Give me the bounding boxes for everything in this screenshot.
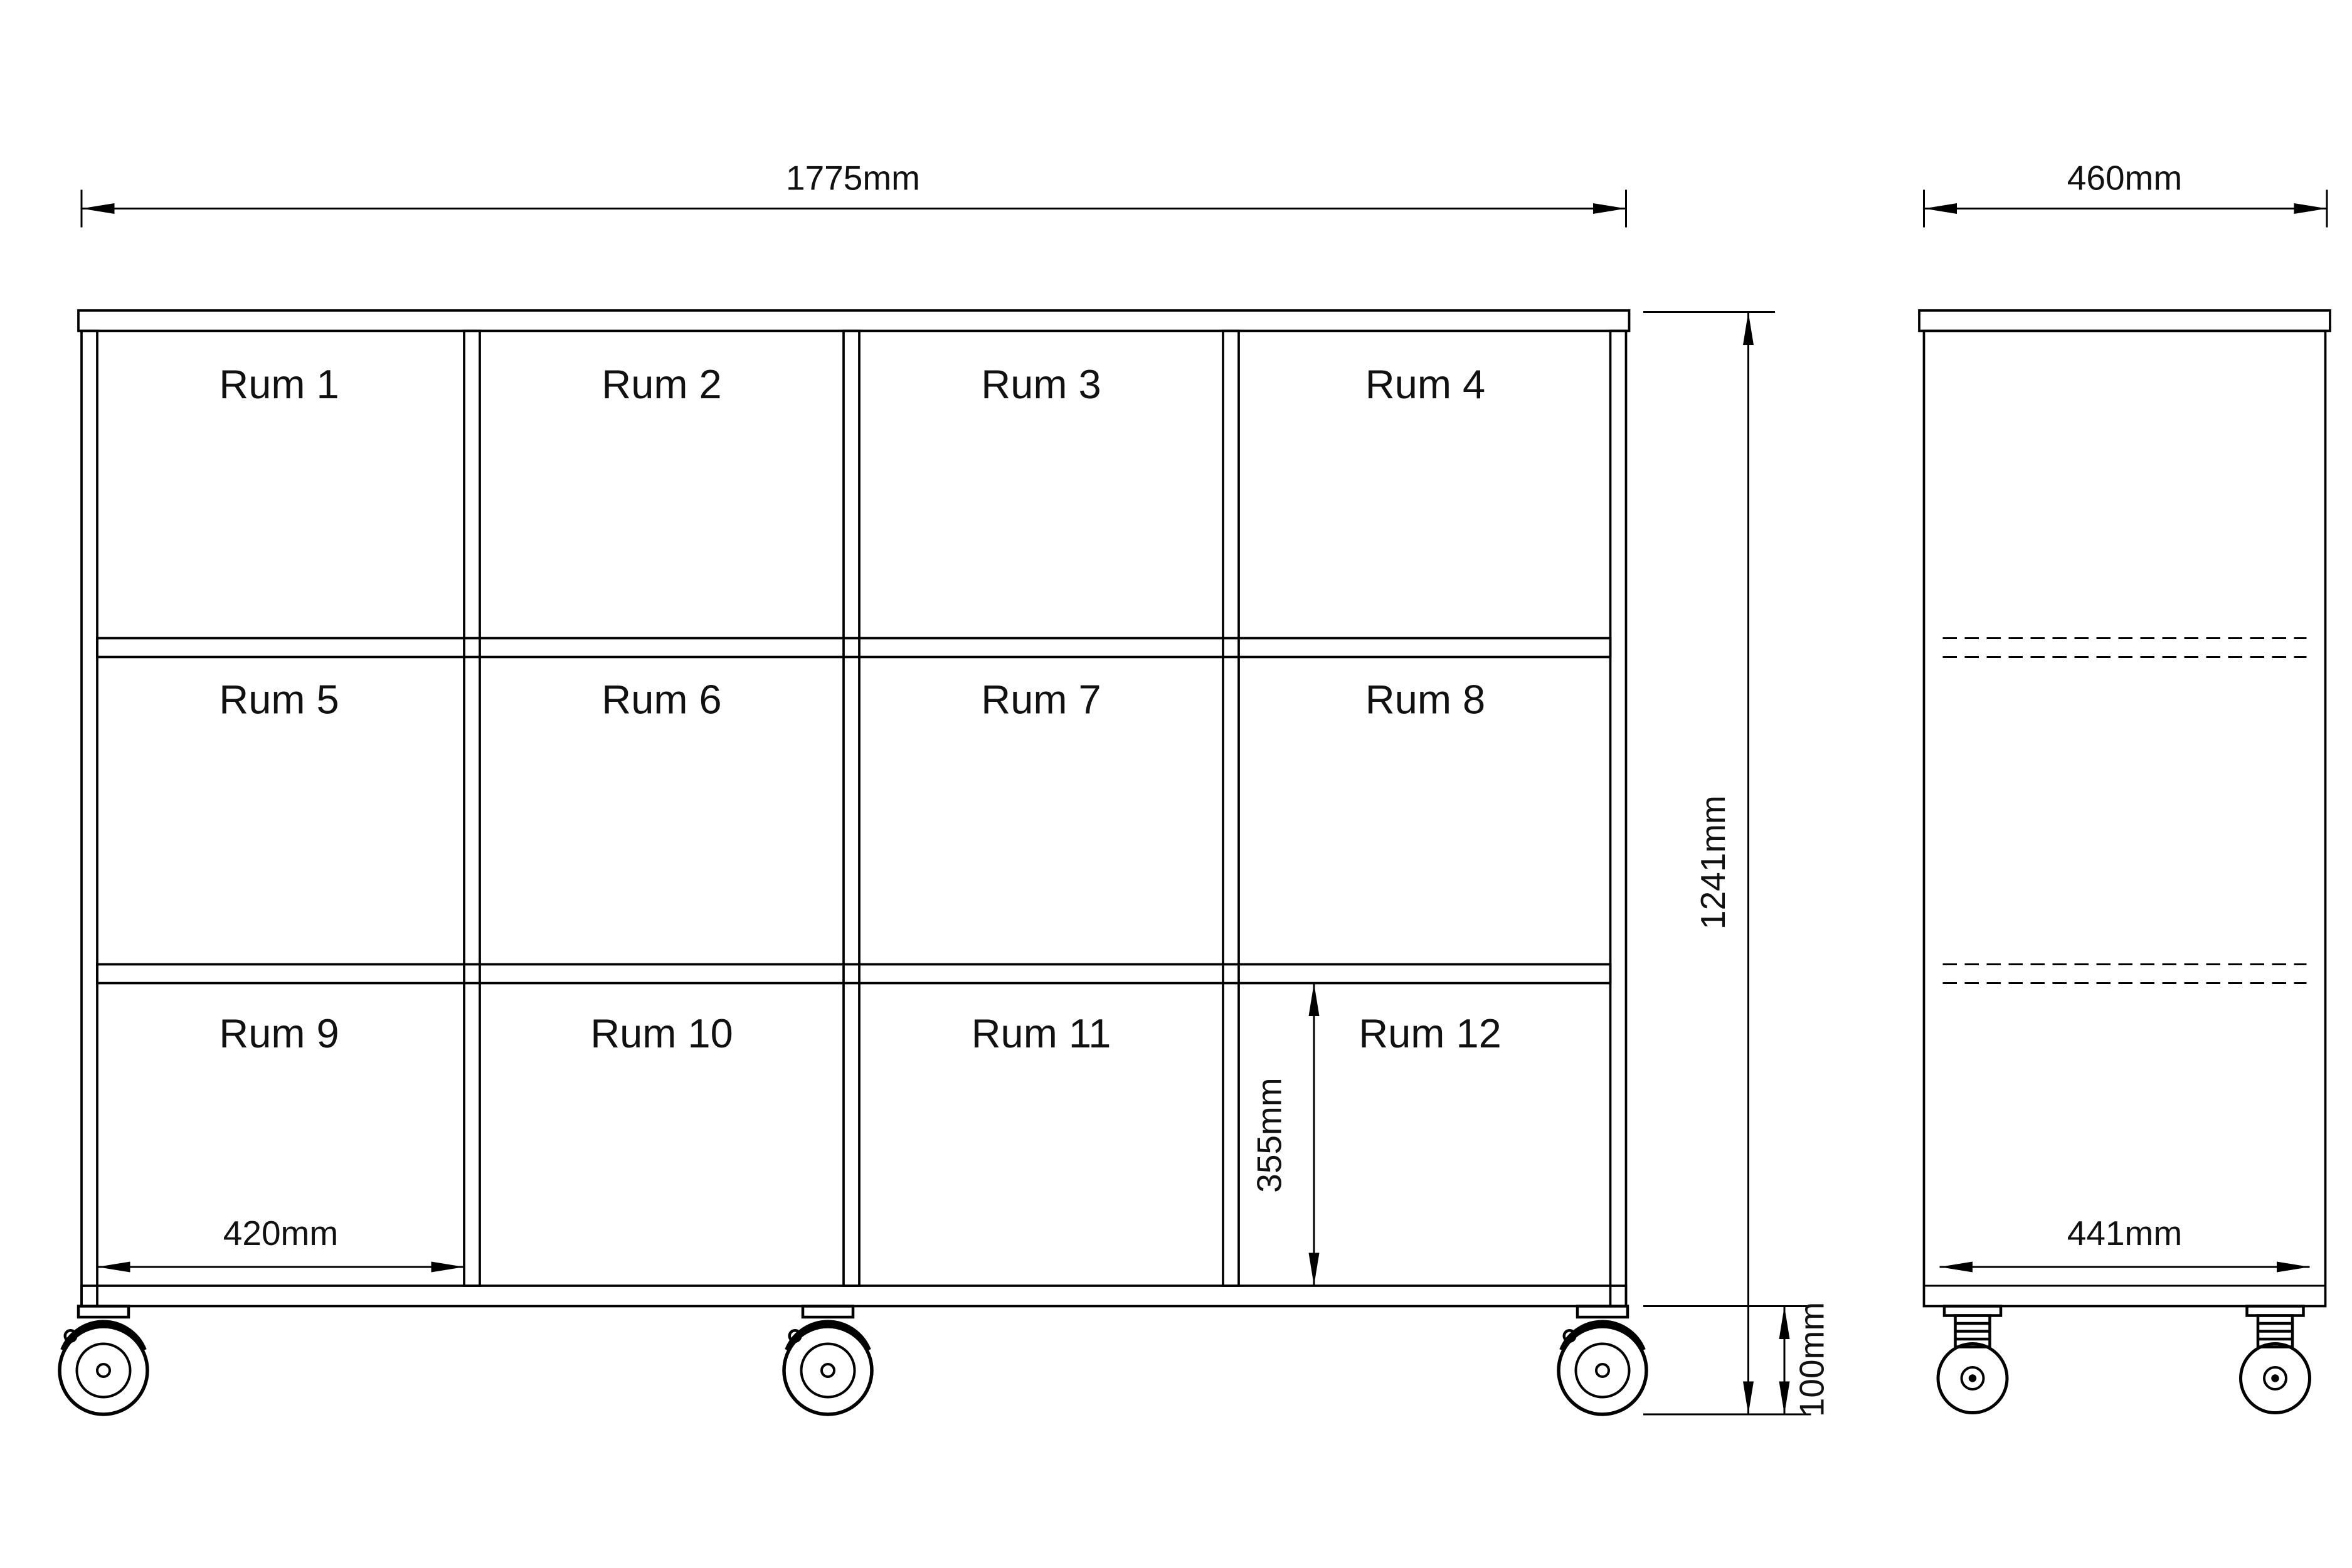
compartment-label-rum-5: Rum 5	[219, 677, 339, 723]
compartment-label-rum-6: Rum 6	[601, 677, 721, 723]
front-top-board	[77, 309, 1631, 332]
dimension-overall-height: 1241mm	[1643, 311, 1811, 1416]
compartment-label-rum-4: Rum 4	[1365, 361, 1485, 407]
dimension-depth-label: 460mm	[2067, 159, 2182, 198]
caster-icon	[60, 1306, 147, 1415]
compartment-label-rum-7: Rum 7	[981, 677, 1101, 723]
side-view	[1918, 309, 2331, 1413]
dimension-caster-height: 100mm	[1643, 1302, 1831, 1417]
caster-icon	[784, 1306, 872, 1415]
dimension-overall-width: 1775mm	[80, 159, 1627, 228]
compartment-label-rum-10: Rum 10	[590, 1010, 733, 1056]
caster-icon	[2241, 1306, 2310, 1413]
compartment-label-rum-3: Rum 3	[981, 361, 1101, 407]
front-bottom-board	[80, 1285, 1628, 1308]
dimension-compartment-width: 420mm	[97, 1214, 464, 1273]
dimension-compartment-height: 355mm	[1250, 983, 1320, 1286]
front-view: Rum 1 Rum 2 Rum 3 Rum 4 Rum 5 Rum 6 Rum …	[60, 309, 1646, 1415]
compartment-label-rum-1: Rum 1	[219, 361, 339, 407]
side-top-board	[1918, 309, 2331, 332]
dimension-compartment-height-label: 355mm	[1250, 1078, 1289, 1192]
dimension-inner-depth-label: 441mm	[2067, 1214, 2182, 1253]
dimension-compartment-width-label: 420mm	[223, 1214, 338, 1253]
side-body	[1922, 329, 2327, 1308]
dimension-caster-height-label: 100mm	[1793, 1302, 1831, 1417]
compartment-label-rum-2: Rum 2	[601, 361, 721, 407]
caster-icon	[1938, 1306, 2007, 1413]
front-divider-3	[1222, 329, 1240, 1287]
compartment-label-rum-11: Rum 11	[972, 1010, 1111, 1056]
front-right-panel	[1609, 329, 1628, 1308]
front-left-panel	[80, 329, 98, 1308]
dimension-overall-height-label: 1241mm	[1693, 795, 1732, 930]
compartment-label-rum-12: Rum 12	[1359, 1010, 1502, 1056]
front-divider-2	[842, 329, 861, 1287]
caster-icon	[1559, 1306, 1646, 1415]
front-shelf-2	[96, 963, 1612, 985]
dimension-inner-depth: 441mm	[1939, 1214, 2310, 1273]
dimension-overall-width-label: 1775mm	[786, 159, 920, 198]
compartment-label-rum-9: Rum 9	[219, 1010, 339, 1056]
front-shelf-1	[96, 637, 1612, 659]
compartment-label-rum-8: Rum 8	[1365, 677, 1485, 723]
dimension-depth: 460mm	[1923, 159, 2328, 228]
front-divider-1	[463, 329, 481, 1287]
